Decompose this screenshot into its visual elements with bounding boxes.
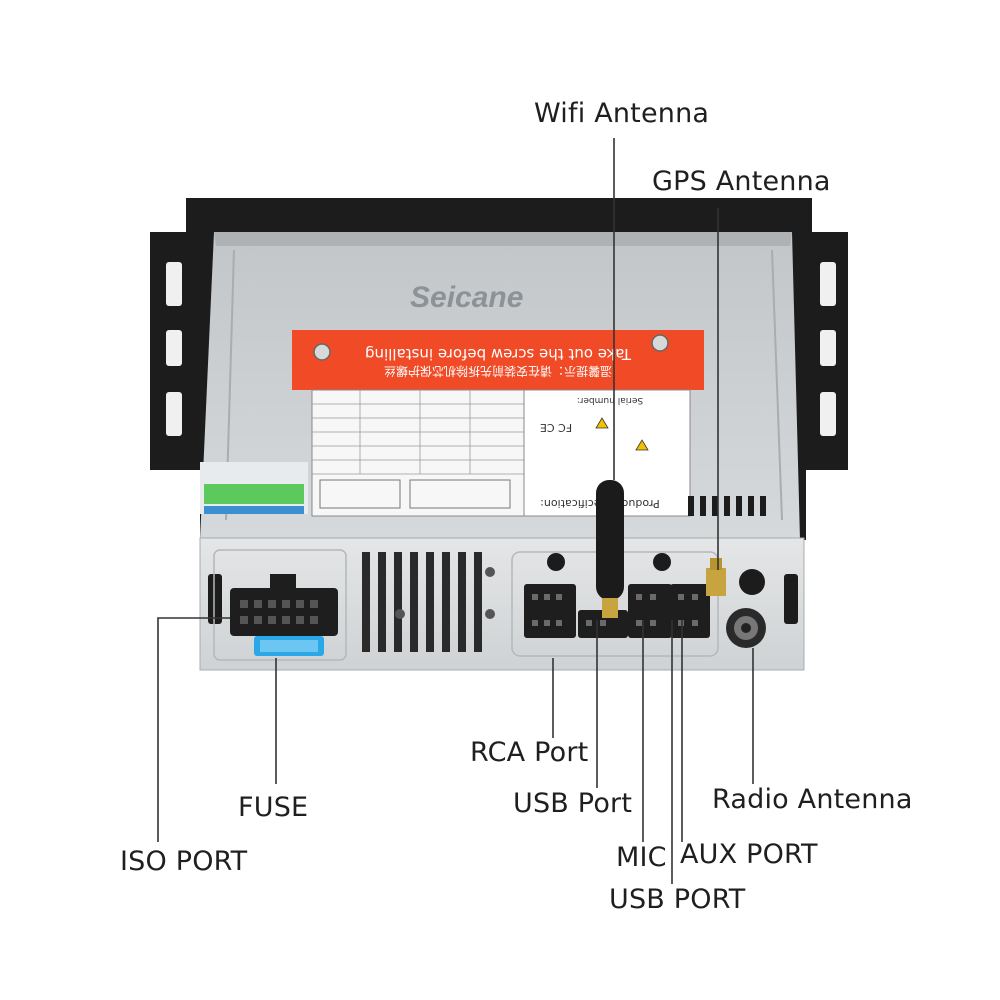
callout-lines (157, 138, 754, 884)
radio-antenna-jack (726, 608, 766, 648)
brand-logo: Seicane (410, 281, 523, 314)
screw-icon (313, 343, 331, 361)
rca-port-label: RCA Port (470, 737, 589, 768)
gps-antenna-label: GPS Antenna (652, 166, 831, 197)
spec-label: Serial number: FC CE Product Specificati… (311, 389, 766, 517)
serial-number-label: Serial number: (577, 395, 643, 405)
warning-sticker: Take out the screw before installing 温馨提… (292, 330, 704, 390)
mic-label: MIC (616, 842, 667, 873)
fuse-label: FUSE (238, 792, 309, 823)
sticker-line-cn: 温馨提示：请在安装前先拆除机芯保护螺丝 (384, 364, 612, 379)
rear-vent-grille (362, 552, 482, 652)
iso-port-label: ISO PORT (120, 846, 248, 877)
terminal-strip (204, 484, 304, 504)
aux-port-label: AUX PORT (680, 839, 818, 870)
certification-marks: FC CE (540, 421, 572, 434)
warning-triangle-icon (635, 439, 649, 451)
usb-port-2-label: USB PORT (609, 884, 746, 915)
iso-port-connector (230, 574, 338, 636)
screw-icon (651, 334, 669, 352)
vent-slots (688, 496, 766, 516)
round-jack (739, 569, 765, 595)
sticker-line-en: Take out the screw before installing (365, 345, 632, 363)
gps-connector (706, 558, 726, 596)
wifi-antenna-label: Wifi Antenna (534, 98, 710, 129)
mount-hole (653, 553, 671, 571)
mount-hole (547, 553, 565, 571)
radio-antenna-label: Radio Antenna (712, 784, 913, 815)
wifi-antenna (596, 480, 624, 618)
fuse-icon (254, 636, 324, 656)
warning-triangle-icon (595, 417, 609, 429)
usb-port-label: USB Port (513, 788, 633, 819)
